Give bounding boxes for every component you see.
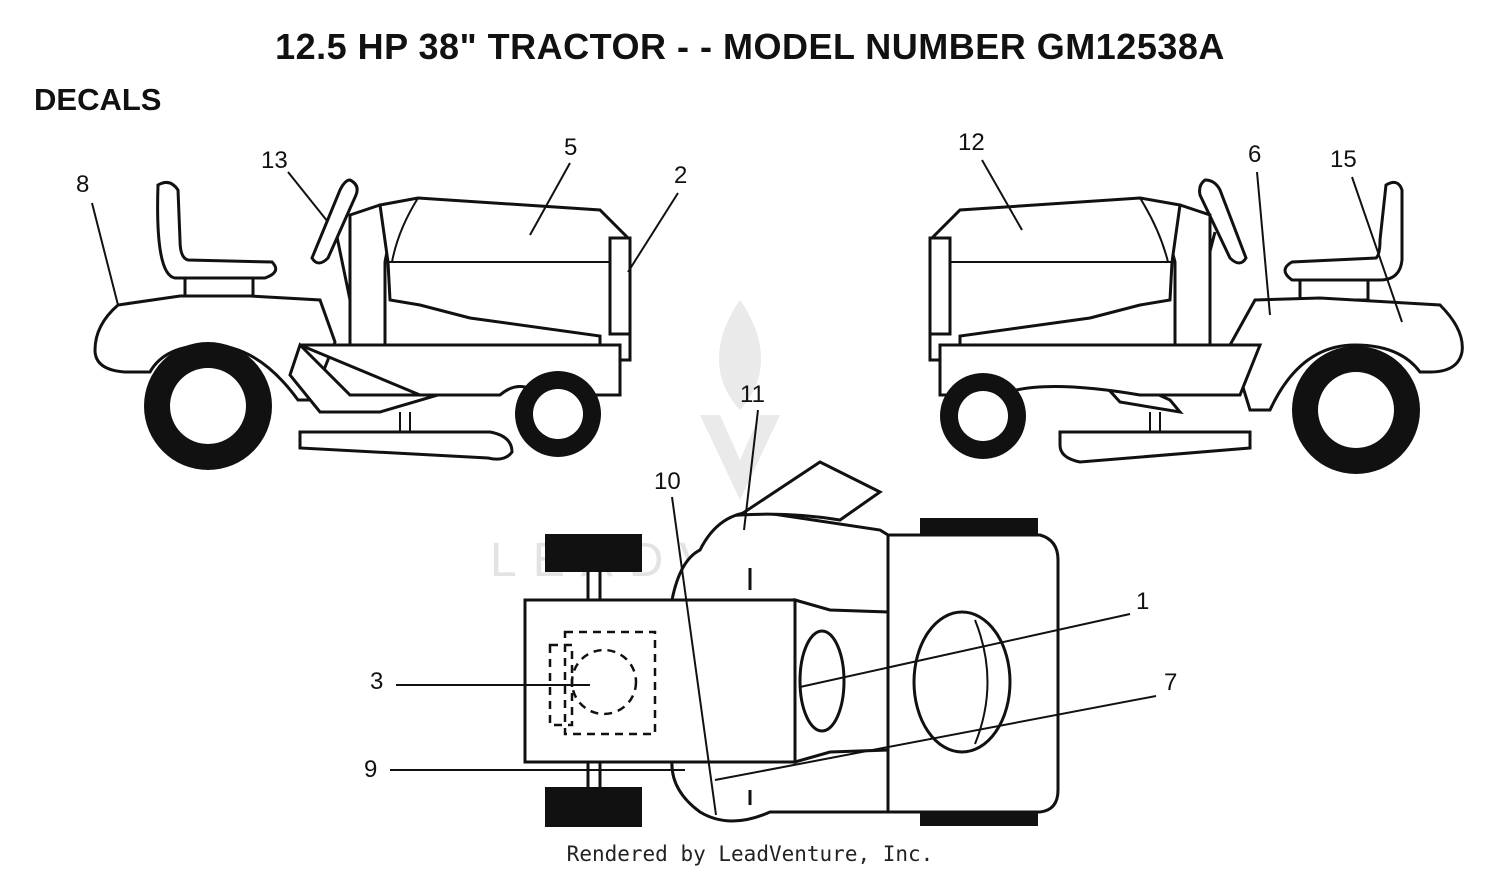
leader-2 bbox=[627, 192, 679, 273]
section-heading: DECALS bbox=[34, 82, 162, 117]
tractor-top-view bbox=[523, 460, 1060, 827]
callout-5: 5 bbox=[564, 134, 577, 161]
leader-6 bbox=[1256, 171, 1271, 316]
leader-7 bbox=[714, 695, 1157, 781]
callout-1: 1 bbox=[1136, 588, 1149, 615]
callouts-right-view: 12 6 15 bbox=[958, 129, 1403, 323]
page-title: 12.5 HP 38" TRACTOR - - MODEL NUMBER GM1… bbox=[275, 26, 1225, 67]
leader-11 bbox=[743, 409, 759, 531]
callout-11: 11 bbox=[740, 381, 765, 408]
callout-6: 6 bbox=[1248, 141, 1261, 168]
footer-credit: Rendered by LeadVenture, Inc. bbox=[566, 842, 934, 866]
callout-15: 15 bbox=[1330, 146, 1357, 173]
callouts-left-view: 8 13 5 2 bbox=[76, 134, 687, 306]
leader-1 bbox=[799, 613, 1131, 688]
callout-3: 3 bbox=[370, 668, 383, 695]
callout-7: 7 bbox=[1164, 669, 1177, 696]
leader-8 bbox=[91, 202, 119, 306]
callout-9: 9 bbox=[364, 756, 377, 783]
callout-10: 10 bbox=[654, 468, 681, 495]
callout-8: 8 bbox=[76, 171, 89, 198]
callouts-top-view: 11 10 1 3 7 9 bbox=[364, 381, 1177, 816]
callout-12: 12 bbox=[958, 129, 985, 156]
leader-15 bbox=[1351, 176, 1403, 323]
leader-10 bbox=[671, 496, 717, 816]
callout-2: 2 bbox=[674, 162, 687, 189]
tractor-right-side-view bbox=[928, 178, 1464, 474]
leader-12 bbox=[981, 159, 1023, 231]
tractor-left-side-view bbox=[93, 178, 632, 470]
callout-13: 13 bbox=[261, 147, 288, 174]
leader-13 bbox=[287, 171, 329, 223]
leader-5 bbox=[529, 162, 571, 236]
